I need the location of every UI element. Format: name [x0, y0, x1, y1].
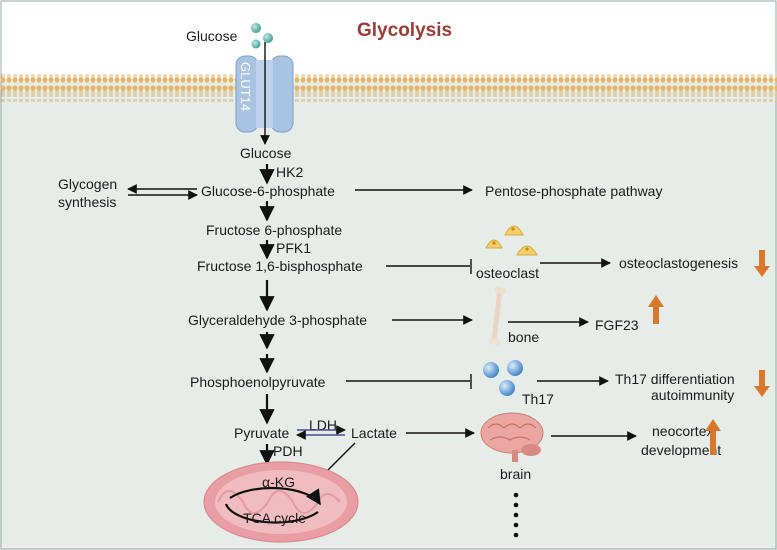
glucose-label: Glucose: [240, 145, 292, 161]
g6p-label: Glucose-6-phosphate: [201, 183, 335, 199]
brain-icon: [480, 412, 544, 462]
f16bp-label: Fructose 1,6-bisphosphate: [197, 258, 363, 274]
ldh-label: LDH: [309, 417, 337, 433]
up-arrow-icon: [705, 419, 721, 455]
down-arrow-icon: [754, 370, 770, 397]
glut-transporter-icon: [235, 55, 294, 133]
extracellular-glucose-label: Glucose: [186, 28, 238, 44]
bone-icon: [488, 286, 507, 346]
akg-label: α-KG: [262, 474, 295, 490]
osteoclast-label: osteoclast: [476, 265, 539, 281]
bone-label: bone: [508, 329, 539, 345]
continuation-dots: [513, 492, 519, 538]
pfk1-label: PFK1: [276, 240, 311, 256]
down-arrow-icon: [754, 250, 770, 277]
brain-label: brain: [500, 466, 531, 482]
osteoclastogenesis-label: osteoclastogenesis: [619, 255, 738, 271]
tca-label: TCA cycle: [243, 510, 306, 526]
g3p-label: Glyceraldehyde 3-phosphate: [188, 312, 367, 328]
neocortex-label: neocortex: [652, 423, 713, 439]
th17-cells-icon: [483, 360, 523, 396]
glucose-molecules-icon: [251, 23, 273, 49]
fgf23-label: FGF23: [595, 317, 639, 333]
diagram-title: Glycolysis: [357, 20, 452, 41]
pyruvate-label: Pyruvate: [234, 425, 289, 441]
tca-cycle-arc-top: [229, 486, 321, 506]
pep-label: Phosphoenolpyruvate: [190, 374, 326, 390]
transporter-label: GLUT14: [238, 62, 253, 111]
synthesis-label: synthesis: [58, 194, 116, 210]
pdh-label: PDH: [273, 443, 303, 459]
f6p-label: Fructose 6-phosphate: [206, 222, 342, 238]
up-arrow-icon: [648, 295, 664, 324]
autoimmunity-label: autoimmunity: [651, 387, 734, 403]
tca-cycle-arc-bottom: [224, 503, 319, 524]
osteoclast-icon: [485, 225, 538, 256]
th17-label: Th17: [522, 391, 554, 407]
mitochondrion-icon: [203, 461, 359, 543]
cell-membrane: [0, 74, 777, 102]
lactate-label: Lactate: [351, 425, 397, 441]
th17-differentiation-label: Th17 differentiation: [615, 371, 735, 387]
glycogen-label: Glycogen: [58, 176, 117, 192]
ppp-label: Pentose-phosphate pathway: [485, 183, 662, 199]
development-label: development: [641, 442, 721, 458]
cytoplasm: [0, 82, 777, 550]
hk2-label: HK2: [276, 164, 303, 180]
